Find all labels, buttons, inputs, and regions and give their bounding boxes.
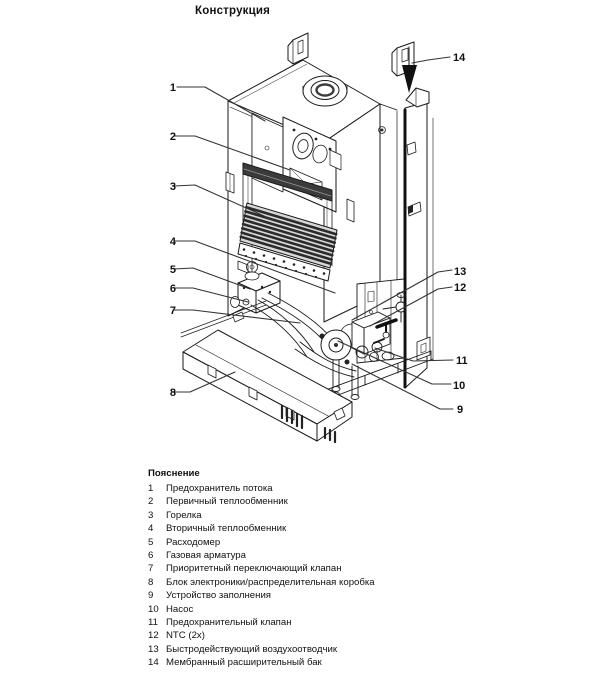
down-arrow-marker bbox=[402, 46, 417, 93]
legend-item: 8 Блок электроники/распределительная коро… bbox=[148, 577, 478, 590]
leader-3 bbox=[173, 184, 274, 221]
expansion-tank-panel bbox=[403, 87, 434, 389]
legend-item-number: 10 bbox=[148, 603, 159, 615]
legend-item-label: Быстродействующий воздухоотводчик bbox=[166, 643, 338, 655]
callout-12: 12 bbox=[454, 282, 466, 294]
leader-13 bbox=[351, 269, 453, 321]
legend-heading: Пояснение bbox=[148, 468, 200, 479]
burner bbox=[239, 202, 338, 269]
legend-item: 7 Приоритетный переключающий клапан bbox=[148, 563, 478, 576]
leader-5 bbox=[173, 267, 251, 290]
legend-item: 10 Насос bbox=[148, 604, 478, 617]
page-title: Конструкция bbox=[195, 5, 271, 17]
flue-collar bbox=[302, 75, 348, 107]
legend-item: 3 Горелка bbox=[148, 510, 478, 523]
callout-11: 11 bbox=[456, 355, 468, 367]
legend-item-number: 12 bbox=[148, 630, 159, 642]
legend-item-number: 8 bbox=[148, 576, 154, 588]
callout-8: 8 bbox=[170, 387, 176, 399]
leader-10 bbox=[337, 340, 452, 385]
leader-7 bbox=[173, 309, 301, 324]
callout-14: 14 bbox=[453, 52, 466, 64]
legend-item-label: Газовая арматура bbox=[166, 549, 246, 561]
legend-item-number: 13 bbox=[148, 643, 159, 655]
legend-item-label: NTC (2x) bbox=[166, 630, 205, 642]
diverter-valve-block bbox=[351, 311, 398, 355]
callout-6: 6 bbox=[170, 283, 176, 295]
legend-item: 4 Вторичный теплообменник bbox=[148, 523, 478, 536]
legend-item-label: Предохранительный клапан bbox=[166, 616, 292, 628]
legend: Пояснение 1 Предохранитель потока 2 Первич… bbox=[148, 468, 478, 670]
callout-4: 4 bbox=[170, 236, 177, 248]
legend-item-label: Мембранный расширительный бак bbox=[166, 657, 322, 669]
callout-numbers: 1 2 3 4 5 6 7 8 9 10 11 12 13 14 bbox=[170, 52, 468, 416]
legend-item: 13 Быстродействующий воздухоотводчик bbox=[148, 644, 478, 657]
cabinet-body bbox=[225, 59, 398, 323]
legend-item: 14 Мембранный расширительный бак bbox=[148, 657, 478, 670]
boiler-diagram-svg: 1 2 3 4 5 6 7 8 9 10 11 12 13 14 bbox=[170, 32, 468, 444]
legend-item-number: 1 bbox=[148, 483, 154, 494]
legend-item: 5 Расходомер bbox=[148, 537, 478, 550]
mounting-bracket-left bbox=[287, 32, 309, 65]
legend-item-label: Горелка bbox=[166, 509, 202, 521]
callout-1: 1 bbox=[170, 82, 176, 94]
leader-9 bbox=[351, 363, 454, 410]
legend-item-number: 5 bbox=[148, 536, 154, 548]
callout-3: 3 bbox=[170, 181, 176, 193]
callout-2: 2 bbox=[170, 131, 176, 143]
callout-10: 10 bbox=[453, 380, 465, 392]
legend-item: 2 Первичный теплообменник bbox=[148, 496, 478, 509]
legend-item-label: Предохранитель потока bbox=[166, 483, 273, 494]
legend-item-label: Вторичный теплообменник bbox=[166, 523, 287, 535]
legend-item: 6 Газовая арматура bbox=[148, 550, 478, 563]
callout-5: 5 bbox=[170, 264, 176, 276]
legend-item: 12 NTC (2x) bbox=[148, 630, 478, 643]
legend-item-number: 14 bbox=[148, 657, 159, 669]
leader-2 bbox=[173, 135, 291, 171]
legend-item: 1 Предохранитель потока bbox=[148, 483, 478, 496]
legend-item-number: 7 bbox=[148, 563, 154, 575]
callout-7: 7 bbox=[170, 305, 176, 317]
boiler-construction-diagram: 1 2 3 4 5 6 7 8 9 10 11 12 13 14 bbox=[170, 32, 468, 444]
safety-valve bbox=[319, 333, 385, 365]
legend-item-number: 2 bbox=[148, 496, 154, 508]
leader-lines bbox=[173, 56, 454, 410]
legend-item-label: Приоритетный переключающий клапан bbox=[166, 563, 342, 575]
electronics-box bbox=[180, 300, 353, 444]
legend-item-number: 4 bbox=[148, 523, 154, 535]
legend-item-label: Устройство заполнения bbox=[166, 590, 271, 602]
legend-item-label: Расходомер bbox=[166, 536, 221, 548]
legend-item-number: 3 bbox=[148, 509, 154, 521]
legend-item-number: 9 bbox=[148, 590, 154, 602]
legend-item-label: Блок электроники/распределительная короб… bbox=[166, 576, 375, 588]
leader-14 bbox=[411, 56, 451, 64]
callout-13: 13 bbox=[454, 266, 466, 278]
legend-item-number: 6 bbox=[148, 549, 154, 561]
leader-8 bbox=[173, 371, 236, 393]
leader-12 bbox=[369, 286, 453, 327]
legend-item-number: 11 bbox=[148, 616, 158, 628]
leader-11 bbox=[374, 347, 454, 362]
leader-1 bbox=[176, 86, 266, 122]
legend-item-label: Насос bbox=[166, 603, 194, 615]
legend-item-label: Первичный теплообменник bbox=[166, 496, 288, 508]
legend-item: 11 Предохранительный клапан bbox=[148, 617, 478, 630]
leader-4 bbox=[173, 240, 336, 294]
callout-9: 9 bbox=[457, 404, 463, 416]
leader-6 bbox=[173, 287, 249, 303]
legend-item: 9 Устройство заполнения bbox=[148, 590, 478, 603]
gas-valve bbox=[230, 271, 281, 314]
